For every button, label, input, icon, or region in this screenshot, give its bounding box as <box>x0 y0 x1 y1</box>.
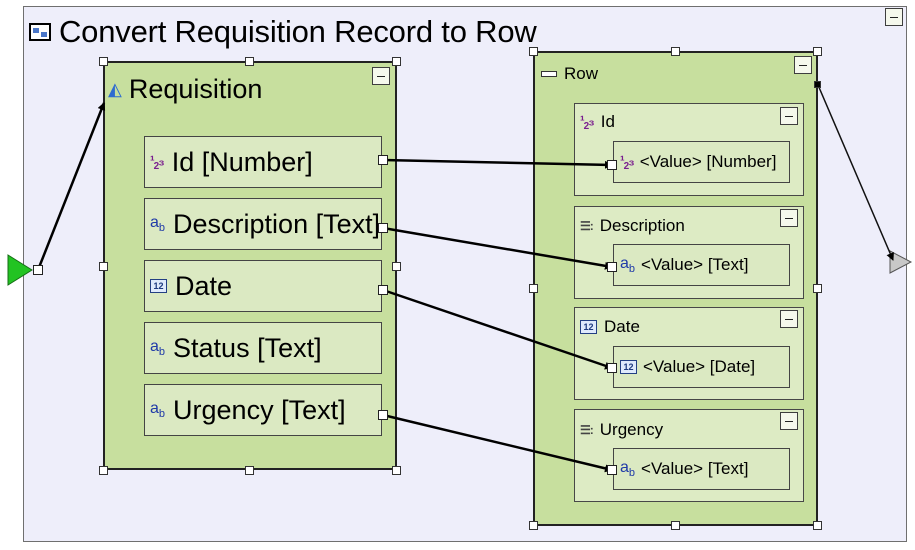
field-urgency-port[interactable] <box>378 410 388 420</box>
field-urgency-label: ab Urgency [Text] <box>150 394 346 425</box>
column-urgency-header: ☰: Urgency <box>580 420 664 439</box>
mapping-wire-date[interactable] <box>382 288 613 370</box>
column-id-value-label: ¹2₃ <Value> [Number] <box>620 152 777 172</box>
frame-icon <box>29 23 51 41</box>
column-date-header: 12 Date <box>580 317 640 337</box>
column-urgency-value[interactable] <box>613 448 790 490</box>
mapping-wire-id[interactable] <box>382 158 613 169</box>
selection-handle[interactable] <box>813 47 822 56</box>
number-icon: ¹2₃ <box>580 112 595 132</box>
text-icon: ab <box>150 213 166 235</box>
transform-panel-header: Convert Requisition Record to Row <box>29 12 537 52</box>
text-icon: ab <box>150 337 166 359</box>
selection-handle[interactable] <box>99 466 108 475</box>
text-icon: ab <box>150 399 166 421</box>
selection-handle[interactable] <box>99 57 108 66</box>
text-icon: ab <box>620 254 636 276</box>
selection-handle[interactable] <box>245 466 254 475</box>
column-id-collapse-button[interactable] <box>780 107 798 125</box>
column-id-port[interactable] <box>607 160 617 170</box>
column-urgency-collapse-button[interactable] <box>780 412 798 430</box>
selection-handle[interactable] <box>529 521 538 530</box>
selection-handle[interactable] <box>392 57 401 66</box>
field-id-port[interactable] <box>378 155 388 165</box>
field-status[interactable] <box>144 322 382 374</box>
column-description-port[interactable] <box>607 262 617 272</box>
selection-handle[interactable] <box>99 262 108 271</box>
column-description-collapse-button[interactable] <box>780 209 798 227</box>
column-date-port[interactable] <box>607 363 617 373</box>
column-urgency-value-label: ab <Value> [Text] <box>620 458 749 480</box>
field-id[interactable] <box>144 136 382 188</box>
row-header: Row <box>541 64 598 84</box>
selection-handle[interactable] <box>529 284 538 293</box>
field-description-label: ab Description [Text] <box>150 208 378 239</box>
field-urgency[interactable] <box>144 384 382 436</box>
selection-handle[interactable] <box>813 284 822 293</box>
column-description-value-label: ab <Value> [Text] <box>620 254 749 276</box>
row-output-port[interactable] <box>814 81 821 88</box>
output-wire[interactable] <box>817 84 894 261</box>
requisition-header: ◭ Requisition <box>108 74 262 105</box>
column-description-value[interactable] <box>613 244 790 286</box>
selection-handle[interactable] <box>671 521 680 530</box>
requisition-collapse-button[interactable] <box>372 67 390 85</box>
selection-handle[interactable] <box>245 57 254 66</box>
text-icon: ab <box>620 458 636 480</box>
field-description[interactable] <box>144 198 382 250</box>
number-icon: ¹2₃ <box>150 152 165 172</box>
date-icon: 12 <box>620 360 637 374</box>
field-status-label: ab Status [Text] <box>150 332 322 363</box>
selection-handle[interactable] <box>392 262 401 271</box>
field-id-label: ¹2₃ Id [Number] <box>150 146 313 177</box>
column-urgency-port[interactable] <box>607 465 617 475</box>
number-icon: ¹2₃ <box>620 152 635 172</box>
column-id-value[interactable] <box>613 141 790 183</box>
selection-handle[interactable] <box>392 466 401 475</box>
selection-handle[interactable] <box>671 47 680 56</box>
output-port-icon[interactable] <box>889 250 913 274</box>
input-port-icon[interactable] <box>7 254 33 286</box>
column-description-header: ☰: Description <box>580 216 685 235</box>
list-icon: ☰: <box>580 219 594 233</box>
column-date-collapse-button[interactable] <box>780 310 798 328</box>
requisition-title: Requisition <box>128 74 263 104</box>
record-icon: ◭ <box>108 79 122 99</box>
date-icon: 12 <box>580 320 597 334</box>
selection-handle[interactable] <box>529 47 538 56</box>
row-title: Row <box>564 64 599 83</box>
field-date[interactable] <box>144 260 382 312</box>
field-date-port[interactable] <box>378 285 388 295</box>
mapping-wire-urgency[interactable] <box>382 413 613 473</box>
column-date-value-label: 12 <Value> [Date] <box>620 348 788 386</box>
row-icon <box>541 71 557 77</box>
row-collapse-button[interactable] <box>794 56 812 74</box>
field-description-port[interactable] <box>378 223 388 233</box>
list-icon: ☰: <box>580 423 594 437</box>
input-wire[interactable] <box>36 102 106 271</box>
mapping-wire-description[interactable] <box>382 226 613 270</box>
column-id-header: ¹2₃ Id <box>580 112 615 132</box>
input-port-connector[interactable] <box>33 265 43 275</box>
panel-collapse-button[interactable] <box>885 8 903 26</box>
date-icon: 12 <box>150 279 167 293</box>
selection-handle[interactable] <box>813 521 822 530</box>
field-date-label: 12 Date <box>150 264 378 308</box>
transform-panel-title: Convert Requisition Record to Row <box>59 14 537 49</box>
